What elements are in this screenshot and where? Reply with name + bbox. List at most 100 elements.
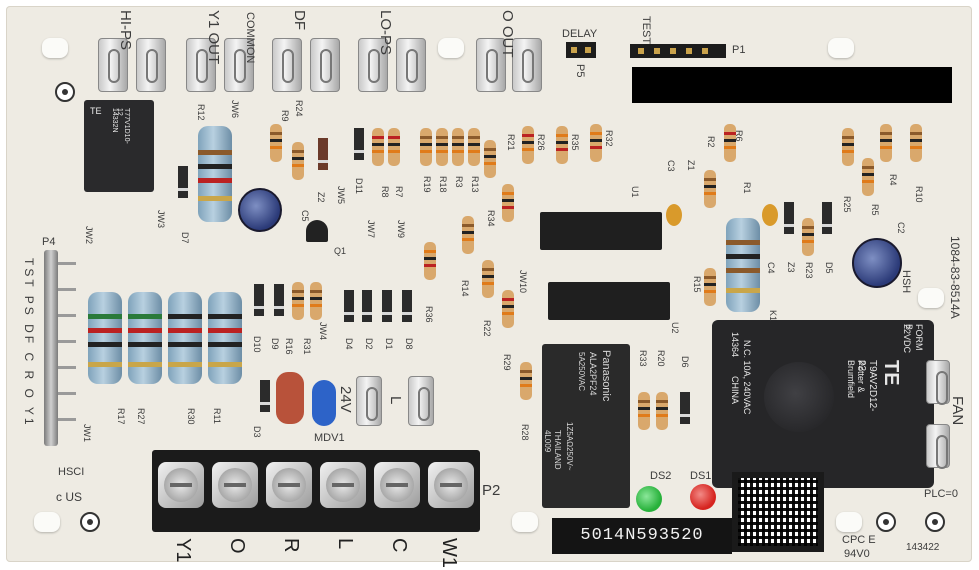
- ref-label: R26: [536, 134, 546, 151]
- ref-label: R8: [380, 186, 390, 198]
- resistor: [482, 260, 494, 298]
- spade-terminal[interactable]: [272, 38, 302, 92]
- qr-code: [732, 472, 824, 552]
- spade-terminal[interactable]: [358, 38, 388, 92]
- ref-label: C2: [896, 222, 906, 234]
- ref-label: R4: [888, 174, 898, 186]
- spade-terminal[interactable]: [396, 38, 426, 92]
- ref-label: R16: [284, 338, 294, 355]
- terminal-screw[interactable]: [266, 462, 312, 508]
- spade-terminal[interactable]: [224, 38, 254, 92]
- led-red-ds1: [690, 484, 716, 510]
- ic-u2: [548, 282, 670, 320]
- relay-brand: Panasonic: [600, 350, 612, 402]
- power-resistor: [198, 126, 232, 222]
- spade-terminal[interactable]: [98, 38, 128, 92]
- ref-label: D8: [404, 338, 414, 350]
- label-test: TEST: [640, 16, 652, 45]
- label-ds2: DS2: [650, 470, 672, 482]
- power-resistor: [128, 292, 162, 384]
- ref-label: Z1: [686, 160, 696, 171]
- resistor: [436, 128, 448, 166]
- ref-label: R9: [280, 110, 290, 122]
- label-code: 143422: [906, 542, 940, 553]
- ref-label: U1: [630, 186, 640, 198]
- ref-label: R3: [454, 176, 464, 188]
- relay-code: 14332N: [111, 108, 118, 133]
- label-p1: P1: [732, 44, 746, 56]
- label-part-number: 1084-83-8514A: [948, 236, 962, 319]
- label-24v: 24V: [337, 386, 354, 413]
- ref-label: Z3: [786, 262, 796, 273]
- label-common: COMMON: [244, 12, 256, 64]
- resistor: [270, 124, 282, 162]
- label-df: DF: [291, 10, 308, 30]
- relay-top-left: TE T77V1D10-12 14332N: [84, 100, 154, 192]
- side-connector-p4[interactable]: [44, 250, 76, 446]
- mounting-hole-top-left: [55, 82, 75, 102]
- spade-terminal[interactable]: [186, 38, 216, 92]
- ref-label: R18: [438, 176, 448, 193]
- label-p4: P4: [42, 236, 56, 248]
- ref-label: R22: [482, 320, 492, 337]
- resistor: [462, 216, 474, 254]
- resistor: [468, 128, 480, 166]
- terminal-screw[interactable]: [158, 462, 204, 508]
- ref-label: D3: [252, 426, 262, 438]
- ref-label: R1: [742, 182, 752, 194]
- spade-terminal[interactable]: [476, 38, 506, 92]
- relay-te-potter-brumfield: TE T9AV2D12-22 Potter & Brumfield N.C. 1…: [712, 320, 934, 488]
- fan-spade-terminal[interactable]: [926, 360, 950, 405]
- spade-terminal-24v[interactable]: [356, 376, 382, 426]
- diode: [178, 166, 188, 198]
- relay-model: T77V1D10-12: [116, 108, 130, 144]
- test-header[interactable]: [630, 44, 726, 58]
- fan-spade-terminal[interactable]: [926, 424, 950, 469]
- standoff: [918, 288, 944, 308]
- ref-label: R5: [870, 204, 880, 216]
- resistor: [502, 290, 514, 328]
- terminal-screw[interactable]: [374, 462, 420, 508]
- ref-label: C4: [766, 262, 776, 274]
- spade-terminal[interactable]: [512, 38, 542, 92]
- resistor: [704, 170, 716, 208]
- diode: [382, 290, 392, 322]
- resistor: [656, 392, 668, 430]
- relay-rating: 5A250VAC: [577, 352, 586, 391]
- transistor-q1: [306, 220, 328, 242]
- diode: [680, 392, 690, 424]
- diode: [822, 202, 832, 234]
- relay-code: 4L009: [543, 430, 552, 453]
- serial-number: 5014N593520: [552, 518, 732, 554]
- resistor: [724, 124, 736, 162]
- relay-origin: CHINA: [730, 376, 740, 405]
- terminal-label: R: [280, 538, 302, 553]
- terminal-screw[interactable]: [212, 462, 258, 508]
- resistor: [502, 184, 514, 222]
- terminal-screw[interactable]: [320, 462, 366, 508]
- ref-label: JW7: [366, 220, 376, 238]
- spade-terminal-l[interactable]: [408, 376, 434, 426]
- terminal-screw[interactable]: [428, 462, 474, 508]
- ref-label: R33: [638, 350, 648, 367]
- ref-label: R28: [520, 424, 530, 441]
- ref-label: JW4: [318, 322, 328, 340]
- ref-label: JW5: [336, 186, 346, 204]
- ref-label: R23: [804, 262, 814, 279]
- ref-label: R11: [212, 408, 222, 424]
- resistor: [842, 128, 854, 166]
- mounting-hole-bottom-right: [876, 512, 896, 532]
- label-p5: P5: [574, 64, 586, 78]
- diode: [784, 202, 794, 234]
- ref-label: R20: [656, 350, 666, 367]
- diode: [254, 284, 264, 316]
- power-resistor: [168, 292, 202, 384]
- spade-terminal[interactable]: [136, 38, 166, 92]
- label-lo-ps: LO-PS: [377, 10, 394, 56]
- delay-jumper-header[interactable]: [566, 42, 596, 58]
- spade-terminal[interactable]: [310, 38, 340, 92]
- terminal-label: O: [226, 538, 248, 554]
- ref-label: R17: [116, 408, 126, 425]
- ic-u1: [540, 212, 662, 250]
- resistor: [802, 218, 814, 256]
